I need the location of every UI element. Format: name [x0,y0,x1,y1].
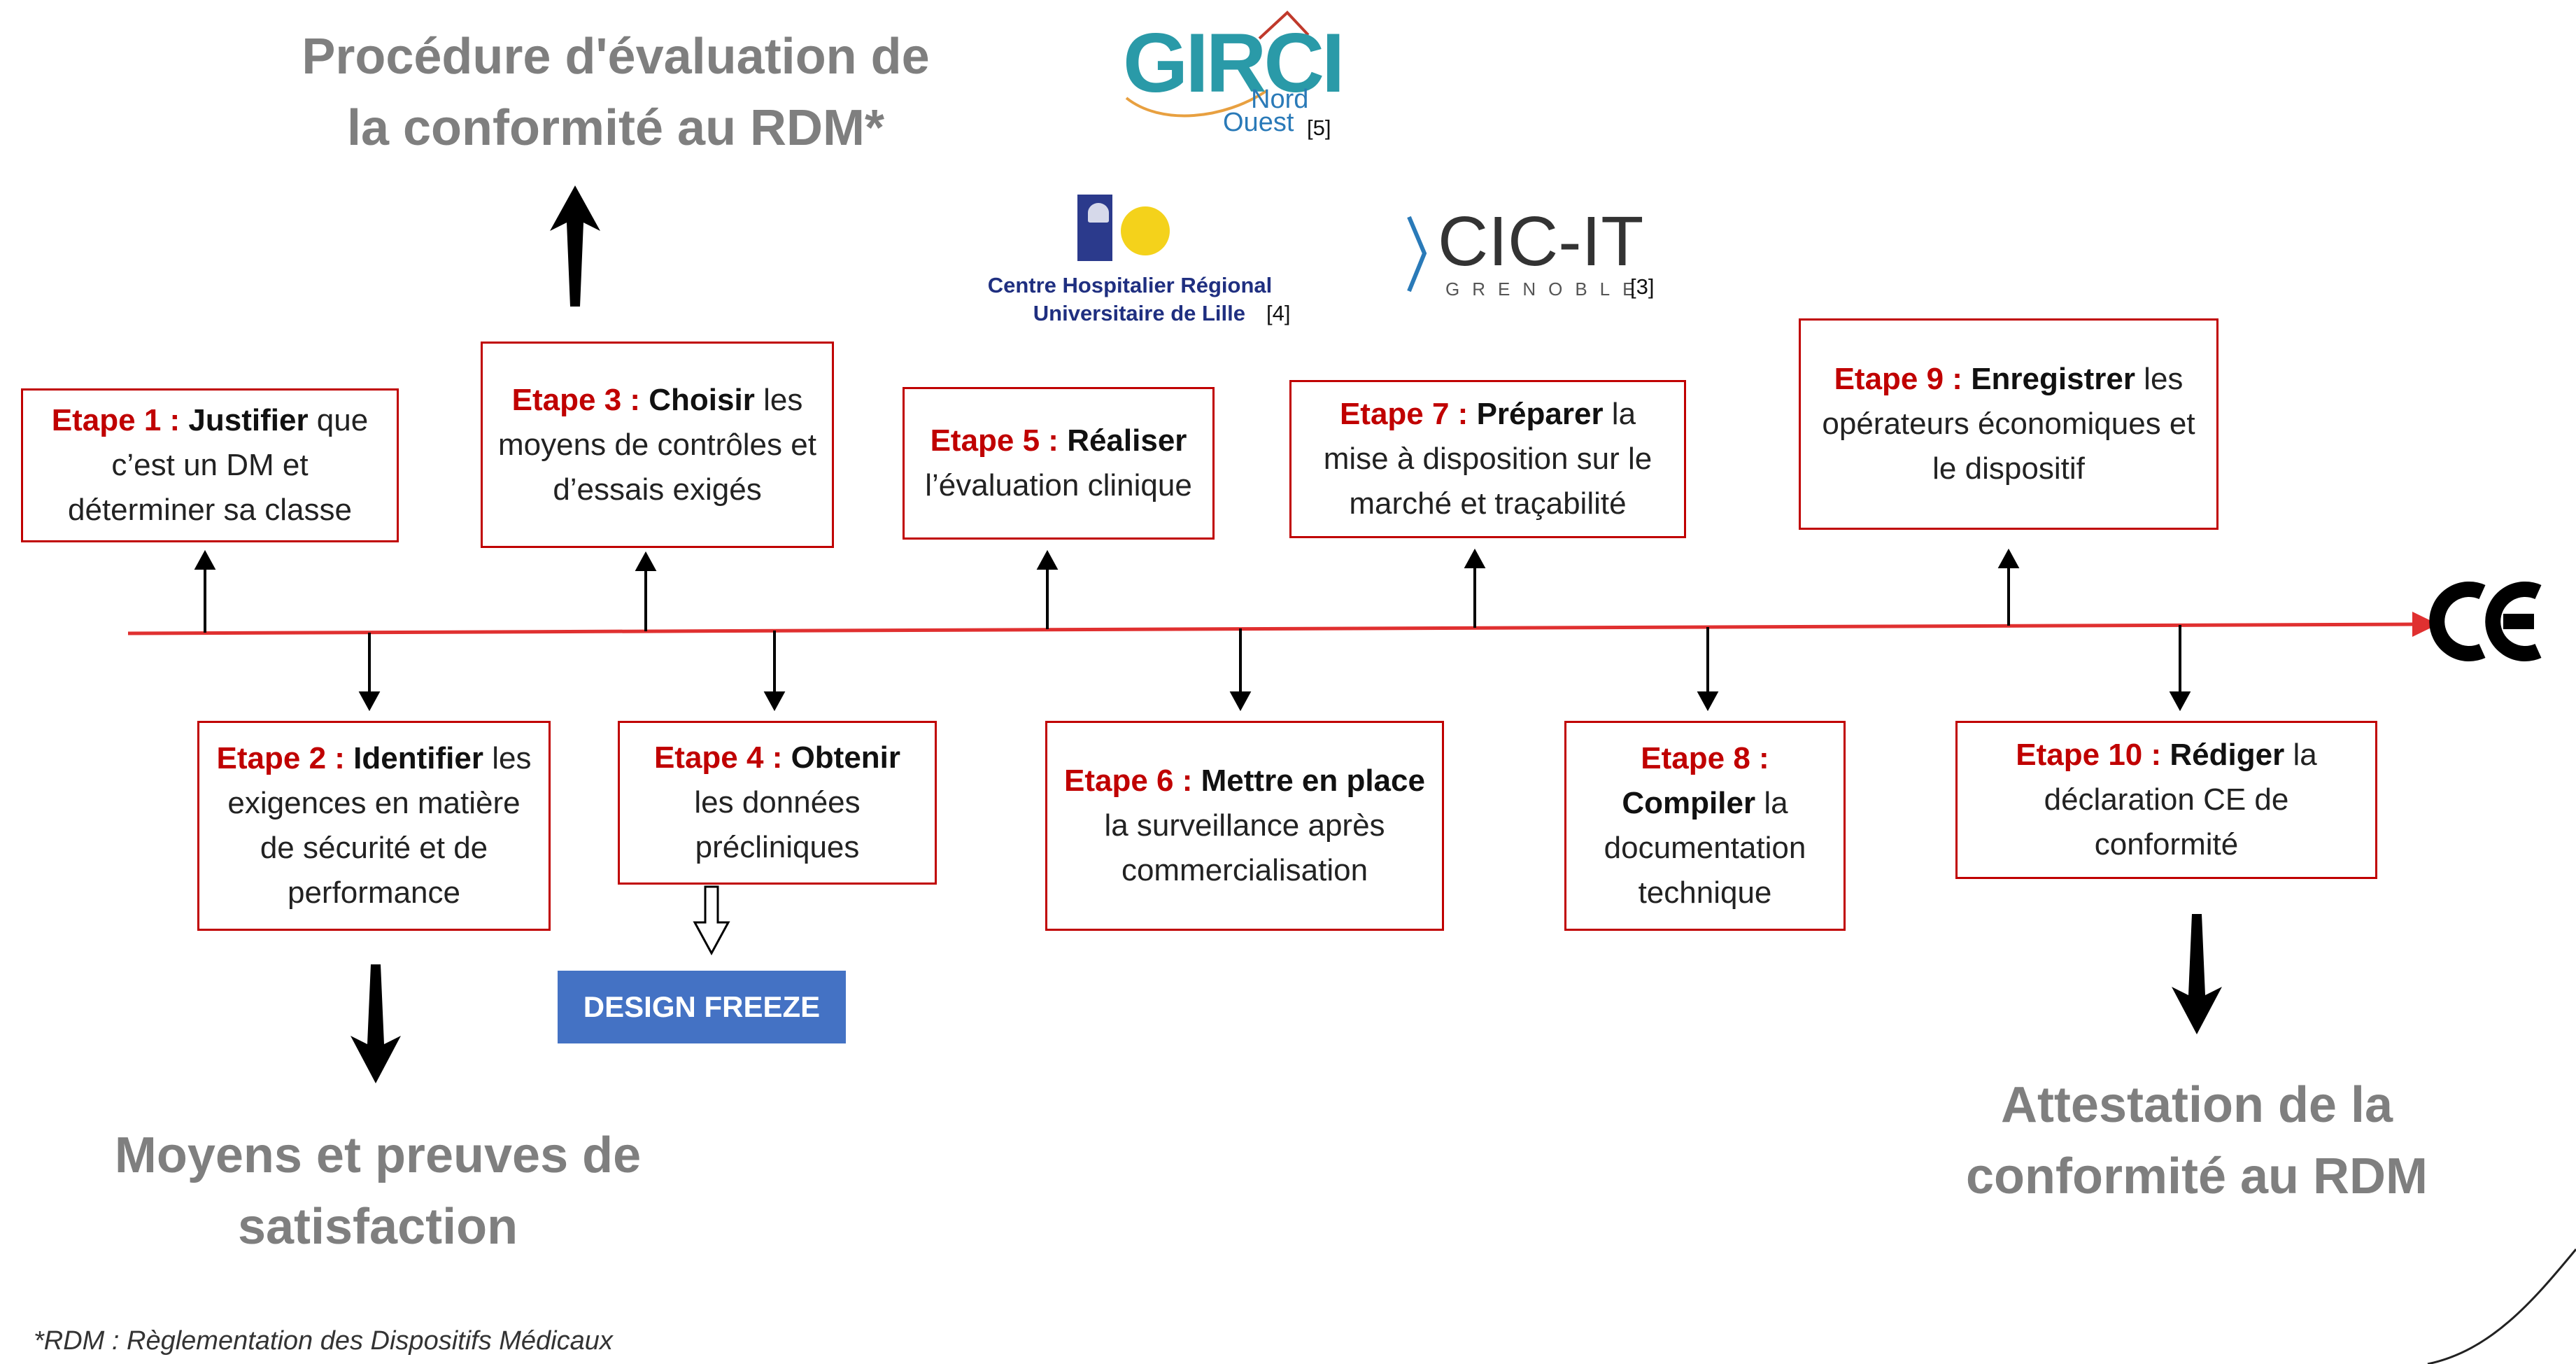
step-text: les opérateurs économiques et le disposi… [1822,362,2195,486]
chru-lille-logo: Centre Hospitalier Régional Universitair… [965,189,1329,329]
step-text: la surveillance après commercialisation [1104,808,1385,887]
step-9-box: Etape 9 : Enregistrer les opérateurs éco… [1799,318,2218,530]
step-text: les exigences en matière de sécurité et … [227,741,532,910]
step-verb: Choisir [649,382,755,417]
step-text: que c’est un DM et déterminer sa classe [68,403,369,527]
step-6-box: Etape 6 : Mettre en place la surveillanc… [1045,721,1444,931]
step-verb: Rédiger [2170,738,2285,772]
cic-it-chevron [1407,216,1427,293]
hollow-arrow-down [693,885,730,956]
corner-decoration [2427,1249,2576,1364]
step-label: Etape 10 : [2016,738,2162,772]
step-verb: Mettre en place [1201,764,1425,798]
timeline-arrowhead [2412,612,2438,637]
step-5-box: Etape 5 : Réaliser l’évaluation clinique [903,387,1215,540]
title-procedure: Procédure d'évaluation de la conformité … [259,21,972,164]
girci-logo-main: GIRCI [1123,16,1345,110]
chru-line-1: Centre Hospitalier Régional [987,273,1273,297]
step-label: Etape 9 : [1834,362,1962,396]
title-line: Attestation de la [2000,1077,2393,1133]
step-verb: Réaliser [1067,423,1187,458]
step-label: Etape 7 : [1339,397,1469,431]
step-label: Etape 2 : [216,741,345,775]
step-verb: Enregistrer [1971,362,2135,396]
title-line: Moyens et preuves de [114,1127,642,1183]
ce-mark [2429,582,2542,661]
title-means: Moyens et preuves de satisfaction [56,1120,700,1263]
step-verb: Préparer [1476,397,1604,431]
step-text: les moyens de contrôles et d’essais exig… [498,382,816,507]
step-3-box: Etape 3 : Choisir les moyens de contrôle… [481,342,834,548]
step-1-box: Etape 1 : Justifier que c’est un DM et d… [21,388,399,542]
cic-it-sub: GRENOBLE [1445,279,1648,300]
girci-logo-ouest: Ouest [1223,108,1294,137]
cic-it-logo: CIC-IT GRENOBLE [3] [1399,206,1693,304]
big-arrow-up [550,185,600,307]
step-verb: Justifier [188,403,309,437]
title-line: la conformité au RDM* [346,100,885,156]
step-text: l’évaluation clinique [925,468,1192,502]
chru-emblem-face [1088,203,1109,223]
step-text: les données précliniques [694,785,861,864]
title-line: satisfaction [237,1199,518,1255]
girci-reference: [5] [1307,115,1331,140]
cic-it-reference: [3] [1630,274,1655,299]
girci-logo-nord: Nord [1251,85,1309,114]
timeline-axis [127,622,2414,635]
step-7-box: Etape 7 : Préparer la mise à disposition… [1289,380,1686,538]
big-arrow-down-left [351,964,401,1083]
chru-reference: [4] [1266,301,1291,325]
step-label: Etape 6 : [1064,764,1193,798]
footnote: *RDM : Règlementation des Dispositifs Mé… [34,1326,613,1356]
step-verb: Identifier [353,741,483,775]
step-label: Etape 1 : [51,403,181,437]
title-attestation: Attestation de la conformité au RDM [1889,1069,2505,1212]
chru-line-2: Universitaire de Lille [1033,301,1245,325]
girci-logo-roof [1125,10,1310,118]
step-verb: Obtenir [791,740,901,775]
step-10-box: Etape 10 : Rédiger la déclaration CE de … [1955,721,2377,879]
step-label: Etape 4 : [653,740,783,775]
step-text: la mise à disposition sur le marché et t… [1323,397,1653,521]
step-text: la déclaration CE de conformité [2044,738,2317,862]
design-freeze-badge: DESIGN FREEZE [558,971,846,1043]
step-label: Etape 5 : [930,423,1059,458]
step-label: Etape 8 : [1641,741,1769,775]
step-text: la documentation technique [1604,786,1806,910]
title-line: Procédure d'évaluation de [302,29,930,85]
step-verb: Compiler [1622,786,1756,820]
step-8-box: Etape 8 : Compiler la documentation tech… [1564,721,1846,931]
cic-it-main: CIC-IT [1438,202,1644,281]
step-4-box: Etape 4 : Obtenir les données précliniqu… [618,721,937,885]
step-label: Etape 3 : [511,382,641,417]
girci-logo: GIRCI Nord Ouest [5] [1119,7,1357,140]
chru-emblem-sun [1121,206,1170,255]
title-line: conformité au RDM [1965,1148,2428,1204]
step-2-box: Etape 2 : Identifier les exigences en ma… [197,721,551,931]
big-arrow-down-right [2172,914,2222,1034]
